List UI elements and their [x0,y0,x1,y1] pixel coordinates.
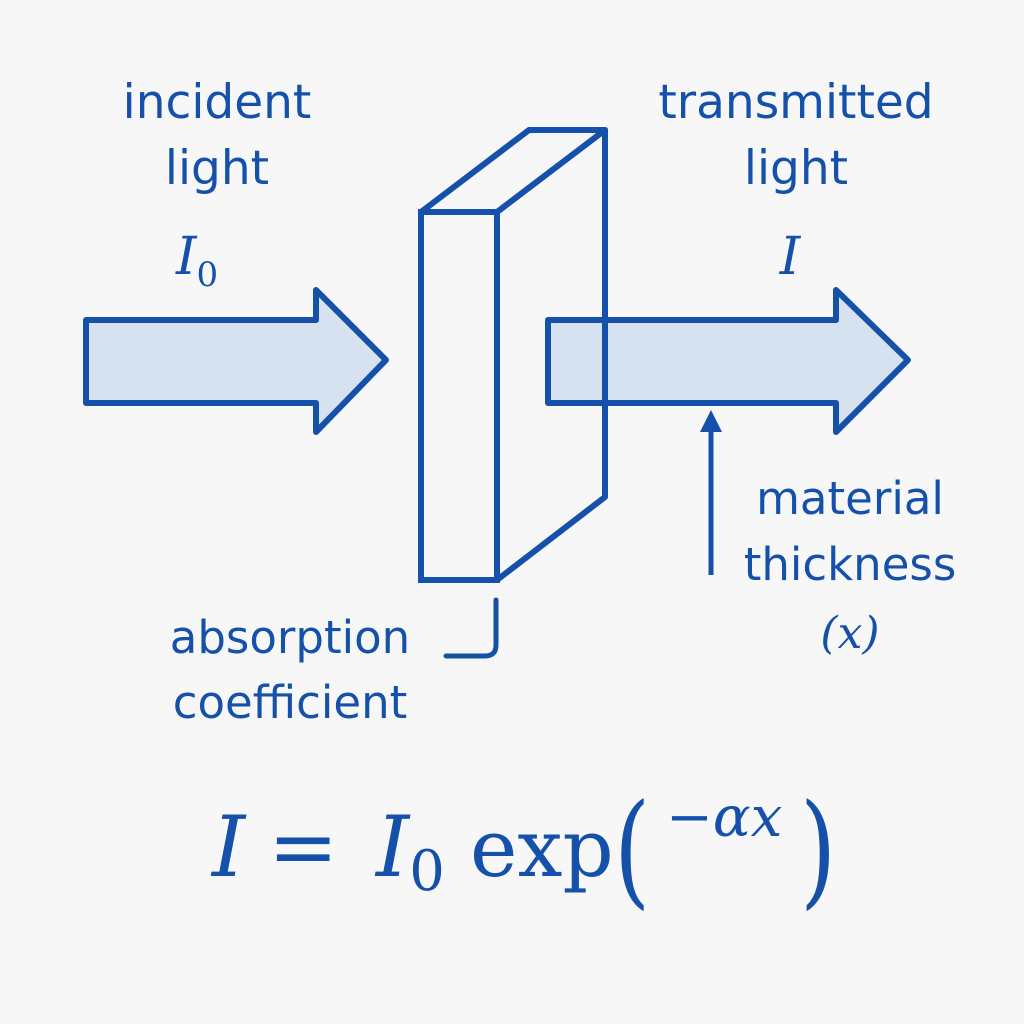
equation-open-paren: ( [614,777,650,922]
transmitted-symbol: I [779,227,802,287]
thickness-symbol: (x) [820,608,879,659]
thickness-label-line2: thickness [744,538,957,591]
incident-label-line1: incident [123,75,312,130]
transmitted-light-arrow [545,287,911,435]
material-slab [418,127,608,583]
thickness-label-line1: material [756,472,944,525]
slab-top-face [418,127,608,215]
incident-label-line2: light [165,141,269,196]
absorption-label-line2: coefficient [173,676,408,729]
absorption-label-line1: absorption [170,611,410,664]
thickness-pointer-head [700,410,722,432]
equation-close-paren: ) [800,777,836,922]
equation-exponent: −αx [666,785,782,850]
transmitted-label-line2: light [744,141,848,196]
equation-equals: = [268,798,338,896]
incident-symbol: I0 [175,227,218,295]
beer-lambert-equation: I = I0 exp ( −αx ) [210,777,836,922]
slab-front-face [418,209,500,583]
absorption-pointer [443,597,499,659]
incident-light-arrow [83,287,389,435]
equation-lhs: I [210,798,247,896]
transmitted-label-line1: transmitted [658,75,933,130]
equation-i0: I0 [374,798,445,904]
equation-exp: exp [470,802,614,895]
